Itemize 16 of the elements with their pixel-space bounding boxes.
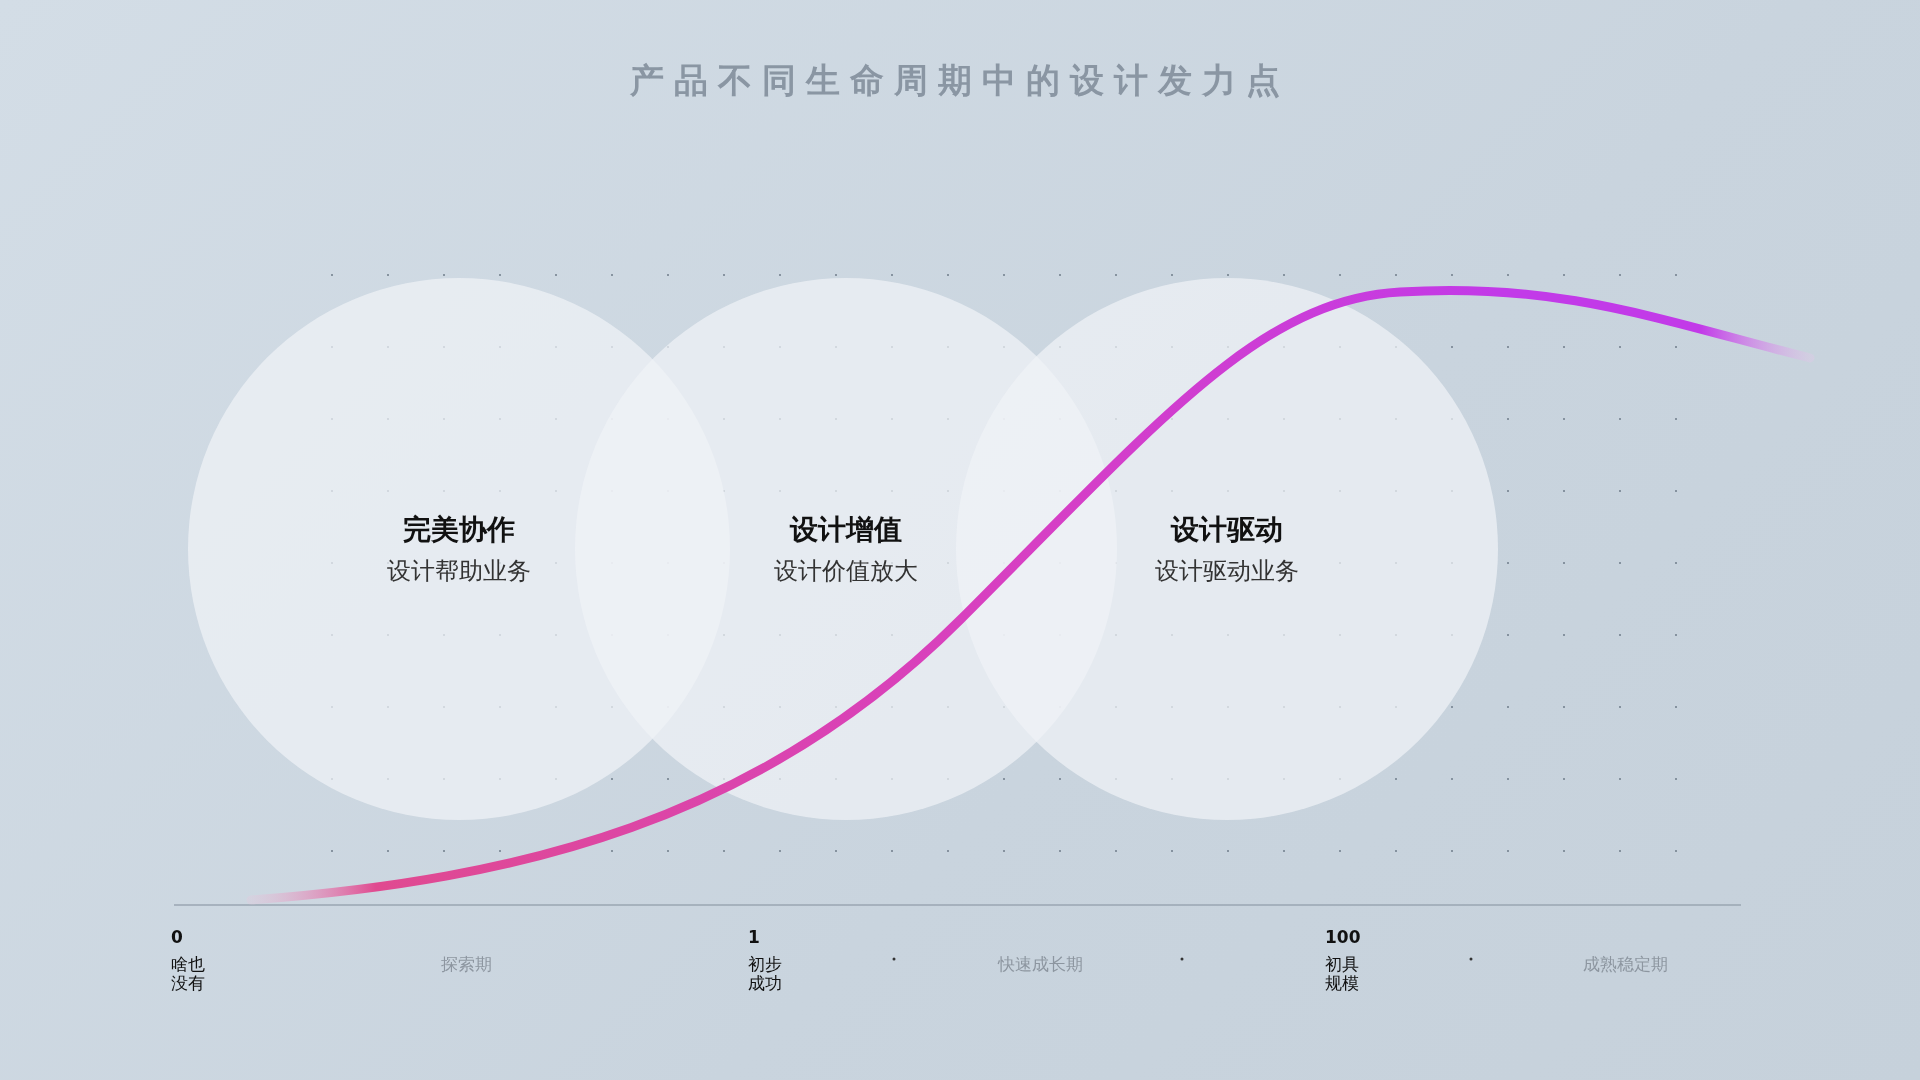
phase-label: 成熟稳定期 [1582, 955, 1668, 974]
milestone-label: 初具规模 [1325, 955, 1360, 993]
stage-description: 设计驱动业务 [1155, 556, 1299, 587]
tick-label: 100 [1325, 928, 1361, 947]
milestone-label: 啥也没有 [171, 955, 206, 993]
phase-label: 快速成长期 [997, 955, 1083, 974]
stage-description: 设计帮助业务 [387, 556, 531, 587]
stage-description: 设计价值放大 [774, 556, 918, 587]
tick-label: 1 [748, 928, 760, 947]
milestone-label: 初步成功 [748, 955, 783, 993]
stage-heading: 设计驱动 [1171, 512, 1283, 548]
tick-label: 0 [171, 928, 183, 947]
title: 产品不同生命周期中的设计发力点 [629, 59, 1291, 102]
phase-label: 探索期 [440, 955, 492, 974]
stage-heading: 设计增值 [790, 512, 902, 548]
stage-heading: 完美协作 [403, 512, 515, 548]
